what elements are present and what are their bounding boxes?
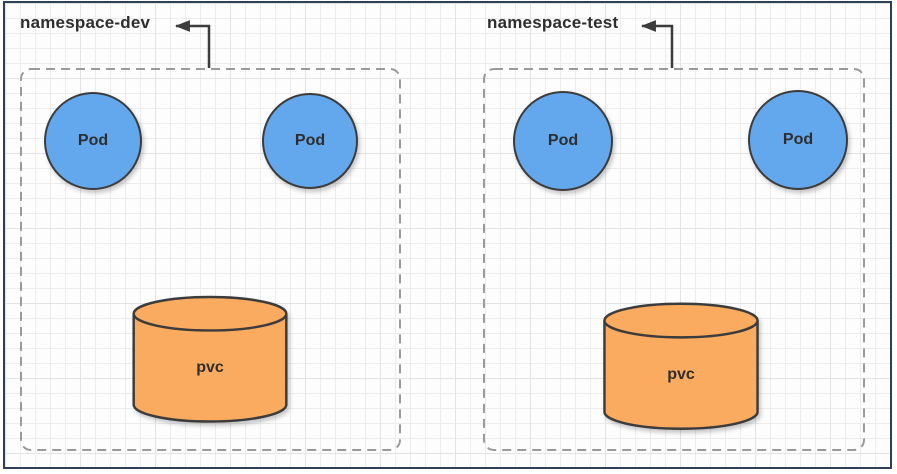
cylinder-top bbox=[603, 302, 759, 339]
namespace-test-arrow[interactable] bbox=[640, 20, 674, 68]
cylinder-top bbox=[132, 295, 288, 332]
pod-node[interactable]: Pod bbox=[262, 93, 358, 189]
namespace-test-box[interactable] bbox=[483, 68, 865, 451]
pod-label: Pod bbox=[77, 132, 109, 149]
pvc-cylinder[interactable]: pvc bbox=[602, 300, 760, 432]
pvc-cylinder[interactable]: pvc bbox=[130, 295, 290, 423]
cylinder-shape bbox=[132, 295, 288, 423]
pod-label: Pod bbox=[294, 132, 326, 149]
pod-label: Pod bbox=[782, 131, 814, 148]
namespace-dev-box[interactable] bbox=[20, 68, 401, 451]
pvc-label: pvc bbox=[667, 366, 695, 383]
namespace-dev-arrow[interactable] bbox=[174, 20, 211, 68]
cylinder-body bbox=[603, 320, 759, 430]
pvc-label: pvc bbox=[196, 359, 224, 376]
pod-node[interactable]: Pod bbox=[44, 92, 142, 190]
namespace-dev-label[interactable]: namespace-dev bbox=[20, 13, 151, 32]
namespace-test-label[interactable]: namespace-test bbox=[487, 13, 619, 32]
pod-node[interactable]: Pod bbox=[748, 90, 848, 190]
cylinder-shape bbox=[603, 302, 759, 430]
pod-node[interactable]: Pod bbox=[513, 91, 613, 191]
cylinder-body bbox=[132, 313, 288, 423]
pod-label: Pod bbox=[547, 132, 579, 149]
